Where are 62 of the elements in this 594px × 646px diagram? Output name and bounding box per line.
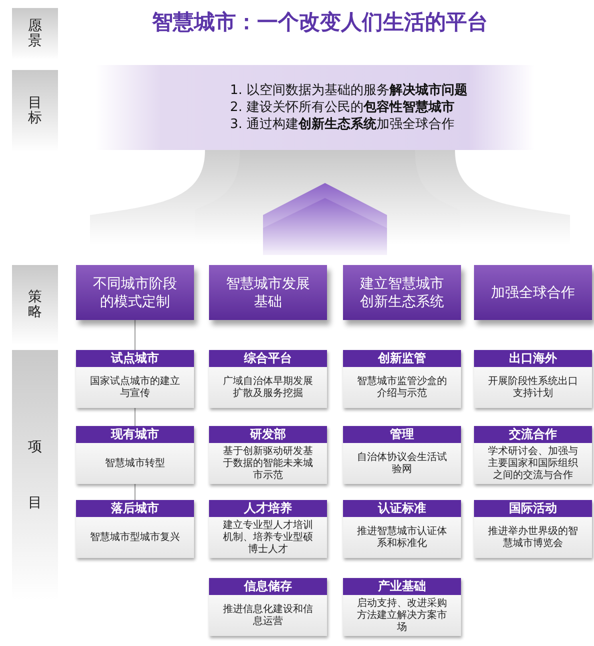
project-card — [209, 500, 327, 558]
strategy-box — [474, 265, 592, 320]
strategy-box — [209, 265, 327, 320]
section-label: 愿景 — [28, 18, 42, 50]
card-heading: 落后城市 — [76, 500, 194, 517]
project-card — [209, 426, 327, 484]
card-text: 推进智慧城市认证体系和标准化 — [356, 526, 448, 550]
project-card — [209, 350, 327, 408]
card-heading: 信息储存 — [209, 578, 327, 595]
strategy-text: 建立智慧城市创新生态系统 — [358, 274, 445, 310]
project-card — [76, 350, 194, 408]
strategy-box — [343, 265, 461, 320]
card-text: 智慧城市监管沙盒的介绍与示范 — [356, 376, 448, 400]
card-heading: 综合平台 — [209, 350, 327, 367]
project-card — [343, 426, 461, 484]
strategy-text: 不同城市阶段的模式定制 — [92, 274, 178, 310]
card-text: 国家试点城市的建立与宣传 — [89, 376, 181, 400]
goal-text: 1. 以空间数据为基础的服务解决城市问题 — [230, 82, 469, 99]
card-heading: 产业基础 — [343, 578, 461, 595]
project-card — [343, 500, 461, 558]
card-text: 学术研讨会、加强与主要国家和国际组织之间的交流与合作 — [487, 446, 579, 482]
project-card — [343, 350, 461, 408]
project-card — [76, 500, 194, 558]
card-heading: 管理 — [343, 426, 461, 443]
diagram-title: 智慧城市：一个改变人们生活的平台 — [150, 9, 489, 36]
strategy-text: 智慧城市发展基础 — [225, 274, 311, 310]
connector-line — [134, 320, 136, 350]
strategy-text: 加强全球合作 — [490, 284, 576, 302]
section-label-band — [12, 8, 58, 60]
connector-line — [134, 408, 136, 426]
card-text: 启动支持、改进采购方法建立解决方案市场 — [356, 598, 448, 634]
card-heading: 出口海外 — [474, 350, 592, 367]
card-text: 智慧城市型城市复兴 — [89, 532, 181, 544]
card-text: 建立专业型人才培训机制、培养专业型硕博士人才 — [222, 520, 314, 556]
card-text: 基于创新驱动研发基于数据的智能未来城市示范 — [222, 446, 314, 482]
card-heading: 国际活动 — [474, 500, 592, 517]
card-text: 推进举办世界级的智慧城市博览会 — [487, 526, 579, 550]
card-text: 推进信息化建设和信息运营 — [222, 604, 314, 628]
section-label: 策略 — [28, 290, 42, 320]
card-text: 智慧城市转型 — [104, 458, 166, 470]
card-heading: 研发部 — [209, 426, 327, 443]
project-card — [209, 578, 327, 636]
project-card — [474, 350, 592, 408]
connector-line — [134, 484, 136, 500]
card-heading: 认证标准 — [343, 500, 461, 517]
section-label: 目标 — [28, 96, 42, 126]
card-heading: 人才培养 — [209, 500, 327, 517]
card-heading: 交流合作 — [474, 426, 592, 443]
card-text: 自治体协议会生活试验网 — [356, 452, 448, 476]
goal-text: 3. 通过构建创新生态系统加强全球合作 — [230, 116, 456, 133]
project-card — [474, 426, 592, 484]
project-card — [474, 500, 592, 558]
project-card — [343, 578, 461, 636]
project-card — [76, 426, 194, 484]
card-text: 广域自治体早期发展扩散及服务挖掘 — [222, 376, 314, 400]
strategy-box — [76, 265, 194, 320]
card-heading: 试点城市 — [76, 350, 194, 367]
card-text: 开展阶段性系统出口支持计划 — [487, 376, 579, 400]
goal-text: 2. 建设关怀所有公民的包容性智慧城市 — [230, 99, 456, 116]
card-heading: 创新监管 — [343, 350, 461, 367]
section-label: 项目 — [28, 438, 42, 513]
card-heading: 现有城市 — [76, 426, 194, 443]
